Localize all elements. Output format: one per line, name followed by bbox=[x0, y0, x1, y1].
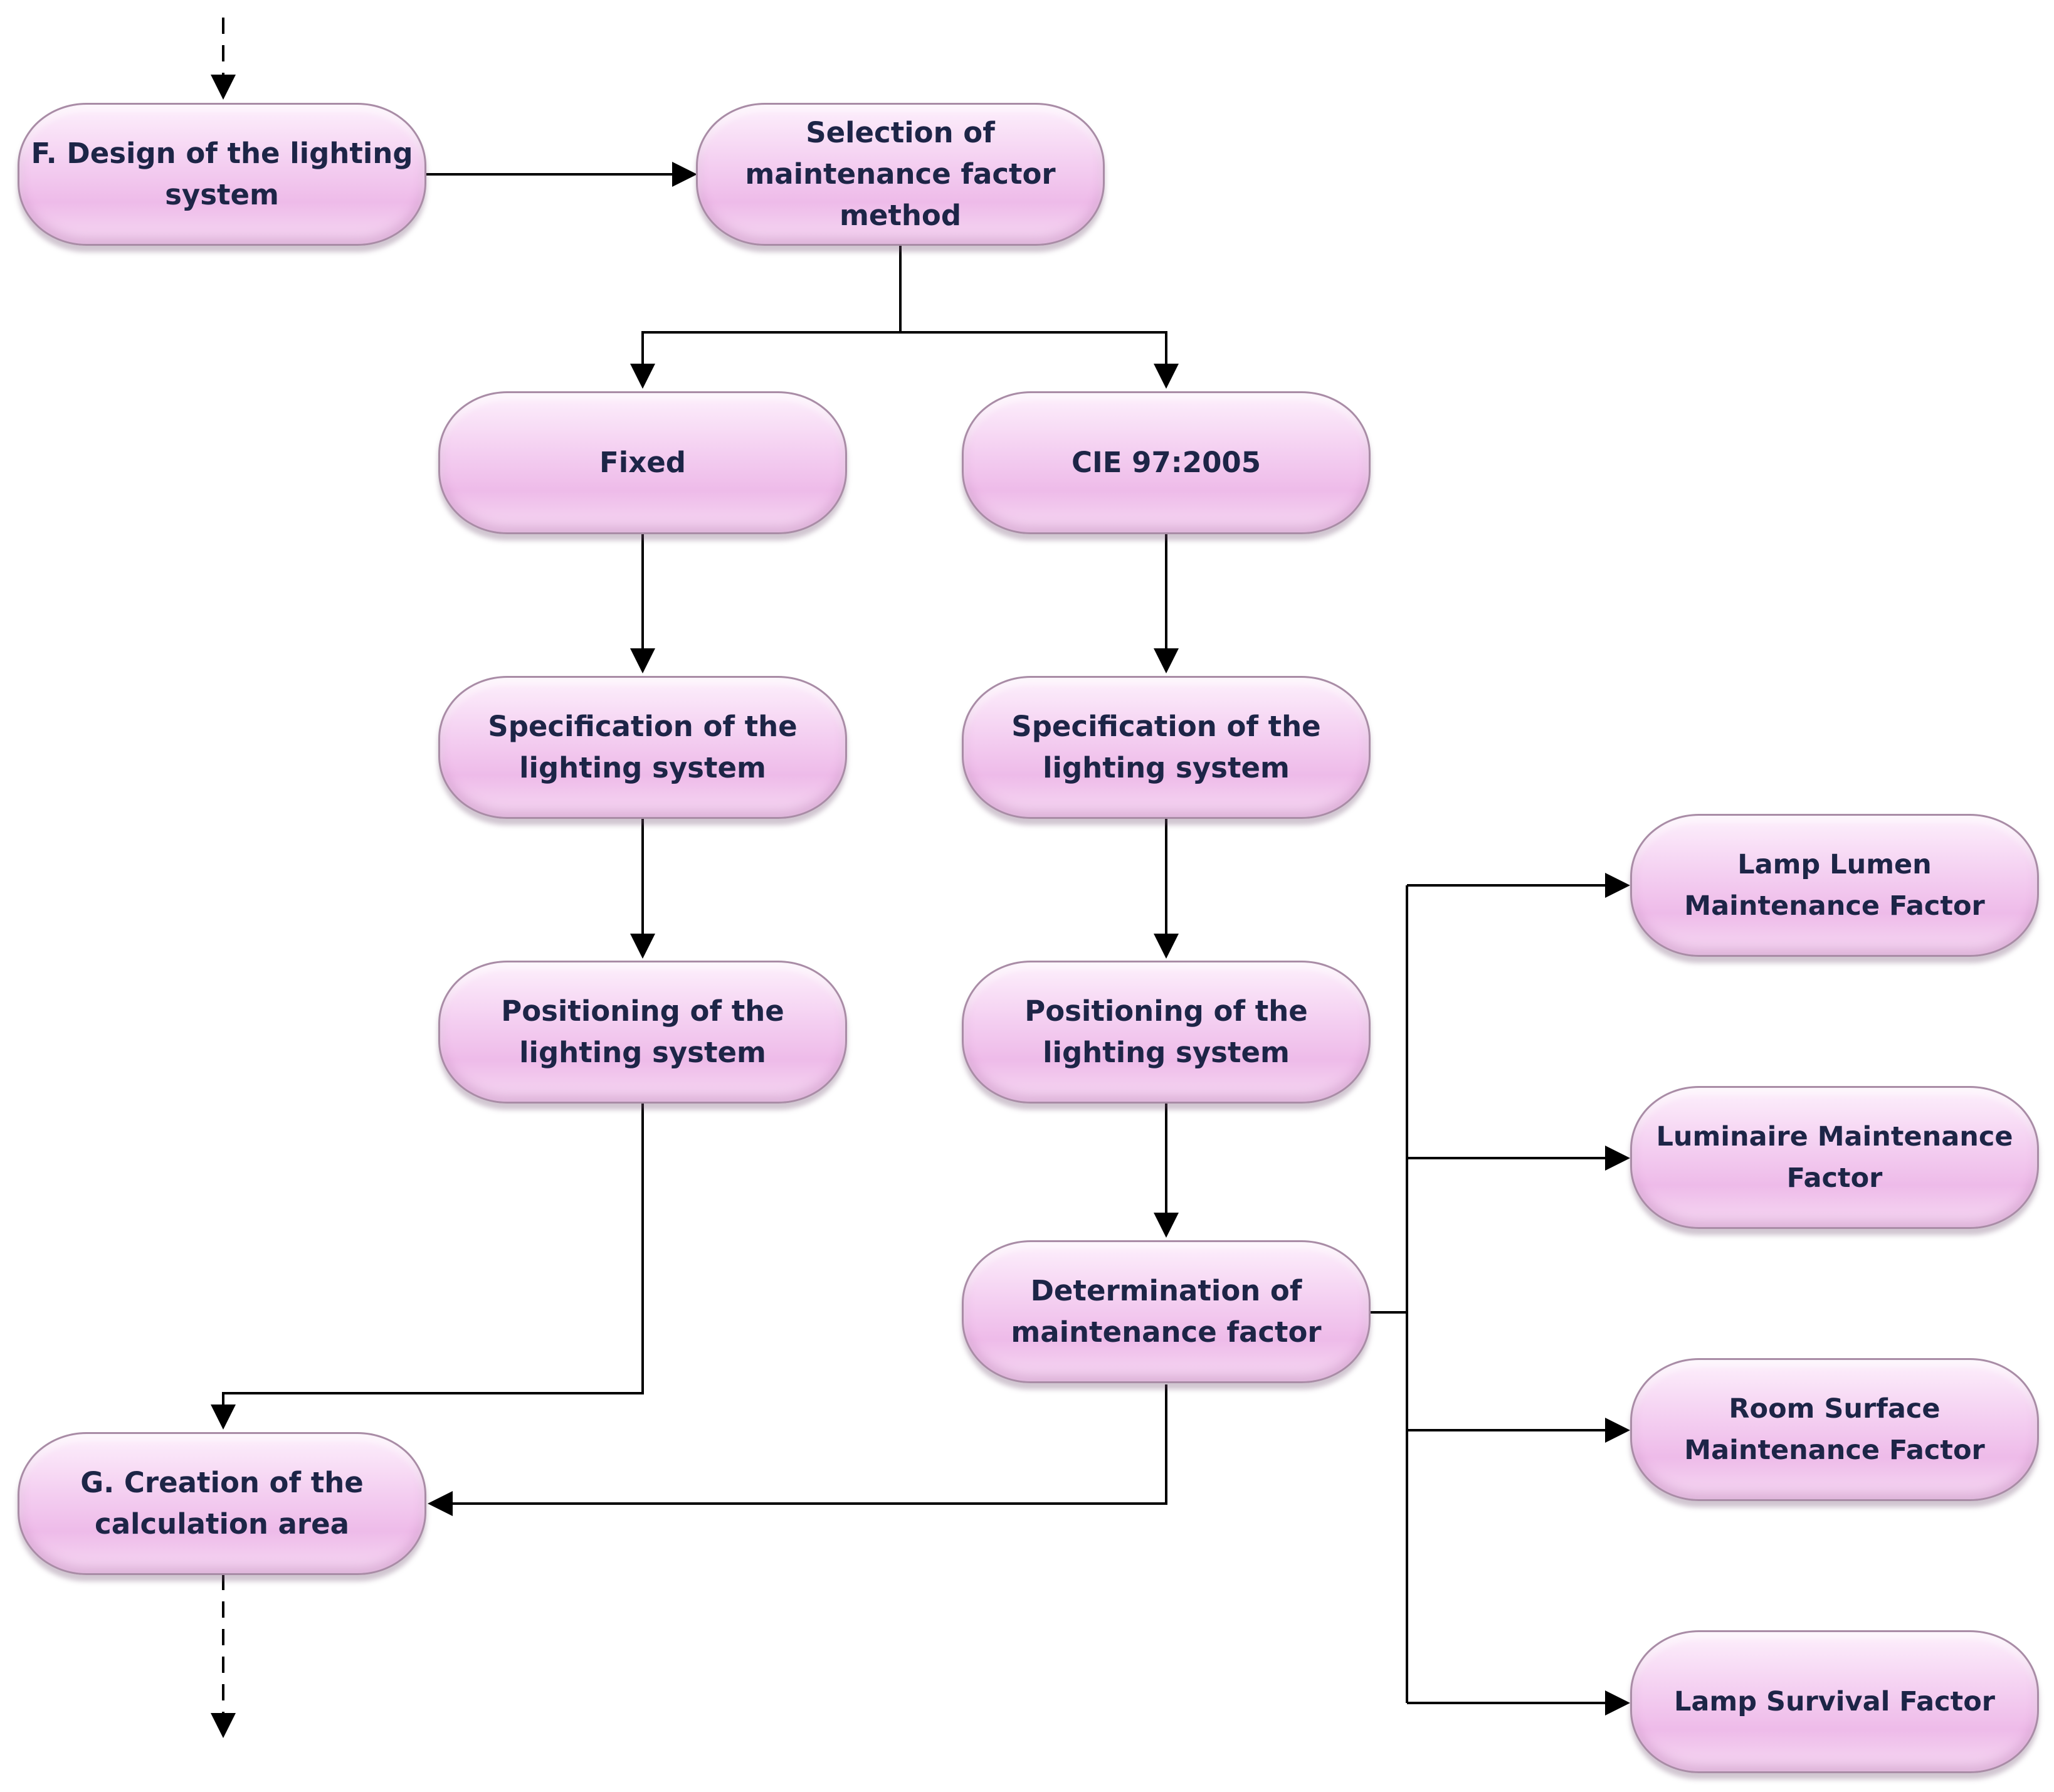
connector-selection-to-fixed bbox=[630, 331, 900, 389]
node-label: Positioning of the lighting system bbox=[501, 994, 784, 1069]
node-positioning-cie: Positioning of the lighting system bbox=[962, 961, 1371, 1104]
node-label: Luminaire Maintenance Factor bbox=[1656, 1121, 2013, 1194]
node-cie-97-2005: CIE 97:2005 bbox=[962, 391, 1371, 534]
node-design-lighting-system: F. Design of the lighting system bbox=[18, 103, 426, 246]
node-determination-maintenance-factor: Determination of maintenance factor bbox=[962, 1240, 1371, 1383]
node-label: Lamp Survival Factor bbox=[1674, 1686, 1995, 1717]
node-selection-maintenance-method: Selection of maintenance factor method bbox=[696, 103, 1105, 246]
node-lamp-survival-factor: Lamp Survival Factor bbox=[1630, 1630, 2039, 1773]
node-label: Specification of the lighting system bbox=[488, 710, 798, 784]
node-room-surface-maintenance-factor: Room Surface Maintenance Factor bbox=[1630, 1358, 2039, 1501]
node-specification-cie: Specification of the lighting system bbox=[962, 676, 1371, 819]
node-luminaire-maintenance-factor: Luminaire Maintenance Factor bbox=[1630, 1086, 2039, 1229]
node-label: Fixed bbox=[599, 446, 686, 479]
node-label: CIE 97:2005 bbox=[1071, 446, 1261, 479]
connector-determination-to-creation bbox=[428, 1384, 1167, 1516]
node-label: Specification of the lighting system bbox=[1011, 710, 1321, 784]
node-label: G. Creation of the calculation area bbox=[80, 1466, 364, 1541]
node-label: Selection of maintenance factor method bbox=[745, 116, 1056, 232]
node-creation-calculation-area: G. Creation of the calculation area bbox=[18, 1432, 426, 1575]
node-label: Room Surface Maintenance Factor bbox=[1684, 1393, 1985, 1466]
node-label: F. Design of the lighting system bbox=[31, 137, 413, 211]
node-fixed: Fixed bbox=[438, 391, 847, 534]
connector-pos-fixed-to-creation bbox=[211, 1104, 644, 1430]
node-label: Determination of maintenance factor bbox=[1011, 1274, 1322, 1349]
node-label: Positioning of the lighting system bbox=[1024, 994, 1308, 1069]
node-specification-fixed: Specification of the lighting system bbox=[438, 676, 847, 819]
connector-selection-to-cie bbox=[900, 331, 1179, 389]
node-positioning-fixed: Positioning of the lighting system bbox=[438, 961, 847, 1104]
node-label: Lamp Lumen Maintenance Factor bbox=[1684, 849, 1985, 922]
node-lamp-lumen-maintenance-factor: Lamp Lumen Maintenance Factor bbox=[1630, 814, 2039, 957]
